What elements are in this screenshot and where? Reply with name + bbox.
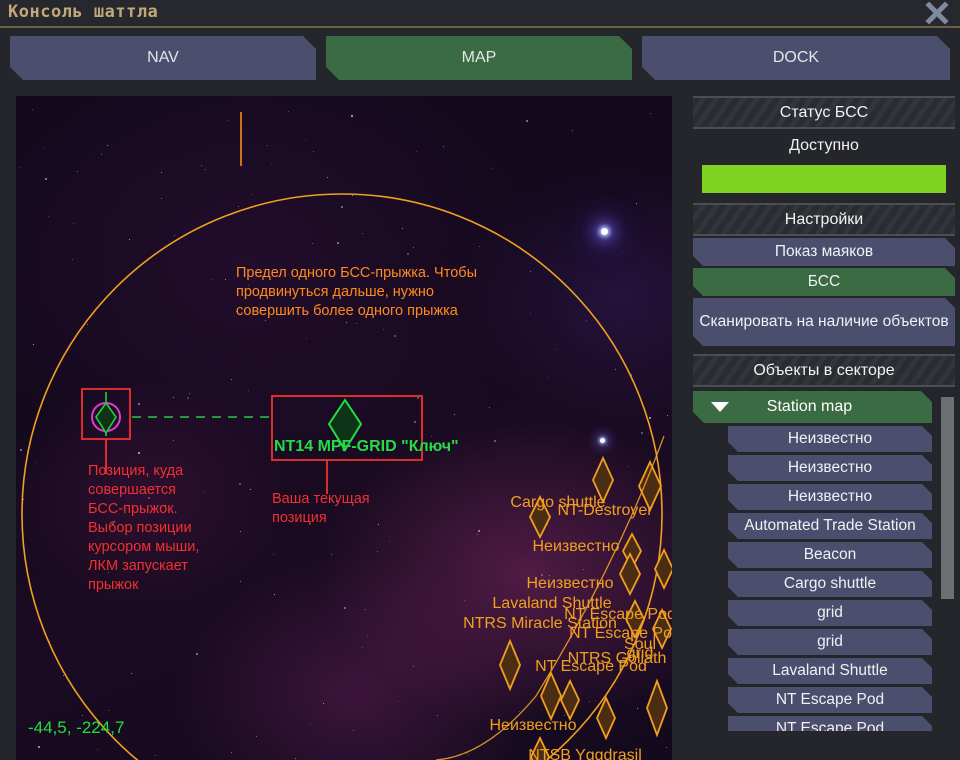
scan-for-objects-button[interactable]: Сканировать на наличие объектов [693, 298, 955, 346]
object-row[interactable]: Cargo shuttle [728, 571, 932, 597]
sidebar: Статус БСС Доступно Настройки Показ маяк… [688, 96, 960, 760]
map-graphics [21, 112, 672, 760]
section-header-sector-objects: Объекты в секторе [693, 354, 955, 387]
object-row[interactable]: Неизвестно [728, 455, 932, 481]
section-header-settings: Настройки [693, 203, 955, 236]
show-beacons-button[interactable]: Показ маяков [693, 238, 955, 266]
object-row[interactable]: Beacon [728, 542, 932, 568]
starfield [16, 96, 672, 760]
list-scrollbar-thumb[interactable] [941, 397, 954, 599]
tab-map[interactable]: MAP [326, 36, 632, 80]
map-viewport[interactable]: Предел одного БСС-прыжка. Чтобы продвину… [16, 96, 672, 760]
bss-charge-bar-fill [702, 165, 946, 193]
tab-dock[interactable]: DOCK [642, 36, 950, 80]
section-header-bss-status: Статус БСС [693, 96, 955, 129]
bright-star-icon [601, 228, 608, 235]
bright-star-icon [600, 438, 605, 443]
chevron-down-icon [711, 402, 729, 412]
title-bar: Консоль шаттла [0, 0, 960, 28]
object-row[interactable]: NT Escape Pod [728, 716, 932, 731]
object-row[interactable]: Неизвестно [728, 426, 932, 452]
object-row[interactable]: grid [728, 600, 932, 626]
object-row[interactable]: NT Escape Pod [728, 687, 932, 713]
object-row[interactable]: Lavaland Shuttle [728, 658, 932, 684]
tab-bar: NAV MAP DOCK [0, 36, 960, 82]
bss-button[interactable]: БСС [693, 268, 955, 296]
bss-charge-bar [702, 165, 946, 193]
object-row[interactable]: Неизвестно [728, 484, 932, 510]
object-row[interactable]: grid [728, 629, 932, 655]
tab-nav[interactable]: NAV [10, 36, 316, 80]
close-icon[interactable] [924, 2, 950, 26]
window-title: Консоль шаттла [8, 2, 159, 22]
bss-status-value: Доступно [789, 137, 859, 154]
station-map-label: Station map [766, 398, 853, 415]
object-row[interactable]: Automated Trade Station [728, 513, 932, 539]
station-map-row[interactable]: Station map [693, 391, 932, 423]
